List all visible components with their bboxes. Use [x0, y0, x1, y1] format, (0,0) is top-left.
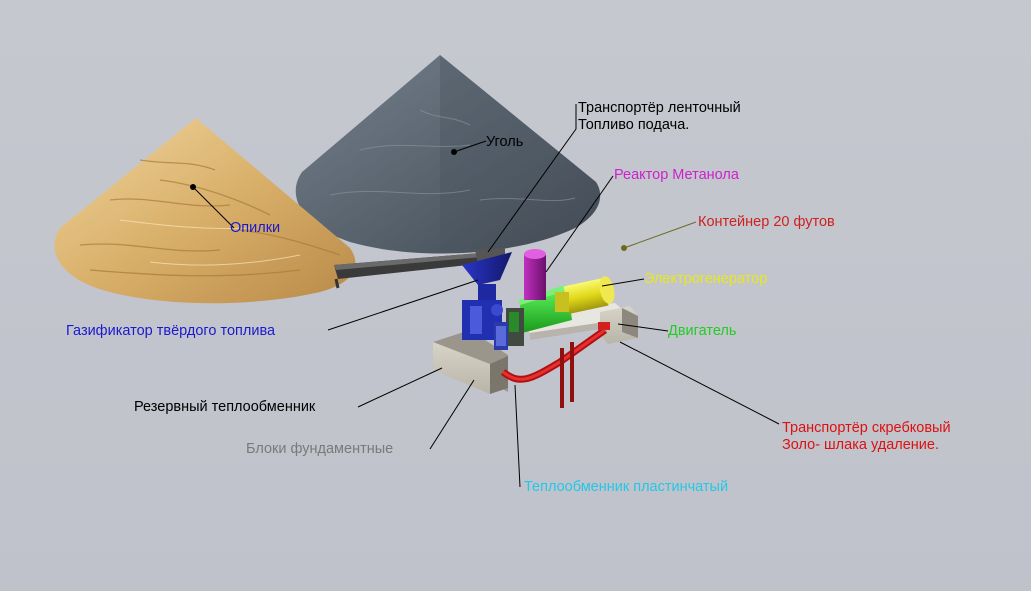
label-gasifier: Газификатор твёрдого топлива: [66, 323, 276, 339]
label-plate-heat-exchanger: Теплообменник пластинчатый: [524, 479, 729, 495]
sawdust-pile: [54, 118, 356, 304]
gasifier-unit: [462, 252, 512, 340]
label-scraper-line2: Золо- шлака удаление.: [782, 437, 939, 453]
methanol-reactor-unit: [524, 249, 546, 300]
scraper-conveyor: [500, 322, 610, 408]
label-sawdust: Опилки: [230, 220, 281, 236]
label-engine: Двигатель: [668, 323, 737, 339]
label-conveyor-belt-line1: Транспортёр ленточный: [578, 100, 741, 116]
generator-unit: [555, 276, 615, 314]
label-generator: Электрогенератор: [644, 271, 768, 287]
leader-lines: [192, 104, 780, 488]
label-scraper-line1: Транспортёр скребковый: [782, 420, 951, 436]
label-foundation-blocks: Блоки фундаментные: [246, 441, 394, 457]
coal-pile: [295, 55, 601, 254]
label-conveyor-belt-line2: Топливо подача.: [578, 117, 690, 133]
leader-dots: [190, 149, 627, 251]
label-reserve-heat-exchanger: Резервный теплообменник: [134, 399, 316, 415]
foundation-block-right: [600, 306, 638, 344]
label-container: Контейнер 20 футов: [698, 214, 835, 230]
foundation-block-left: [433, 330, 508, 394]
label-methanol-reactor: Реактор Метанола: [614, 167, 739, 183]
label-coal: Уголь: [486, 134, 524, 150]
plate-heat-exchanger-unit: [494, 322, 508, 350]
